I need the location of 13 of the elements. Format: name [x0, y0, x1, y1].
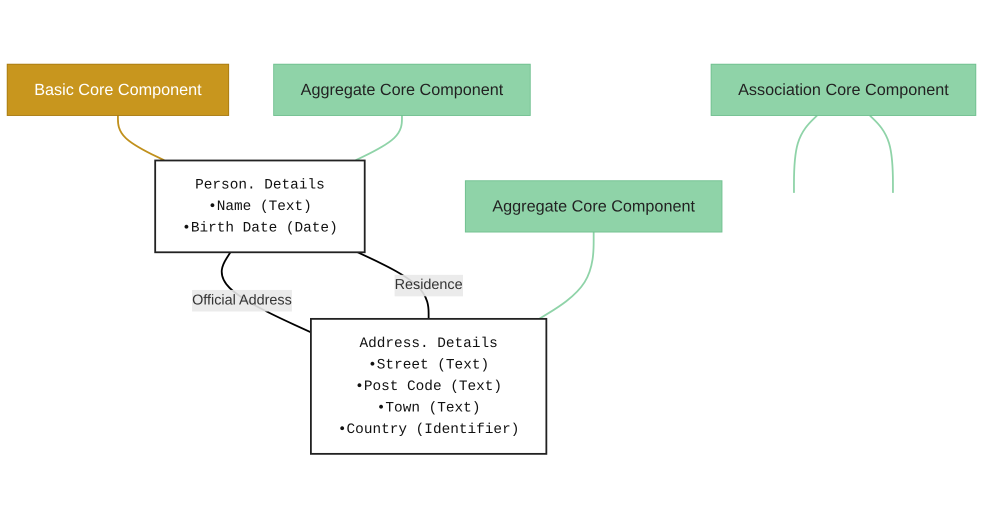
connector	[354, 116, 403, 162]
node-box: Address. Details •Street (Text) •Post Code (Text) •Town (Text) •Country (Identifier)	[310, 318, 548, 456]
connector	[117, 116, 166, 162]
edge-label: Residence	[394, 278, 463, 294]
edge-label: Official Address	[192, 293, 292, 308]
node-box: Association Core Component	[710, 64, 976, 116]
connector	[538, 232, 595, 320]
node-box: Aggregate Core Component	[464, 180, 722, 233]
connector	[793, 115, 818, 194]
node-box: Aggregate Core Component	[273, 64, 531, 116]
connector	[869, 115, 894, 194]
node-box: Person. Details •Name (Text) •Birth Date (Date)	[154, 160, 366, 254]
node-box: Basic Core Component	[6, 64, 230, 116]
